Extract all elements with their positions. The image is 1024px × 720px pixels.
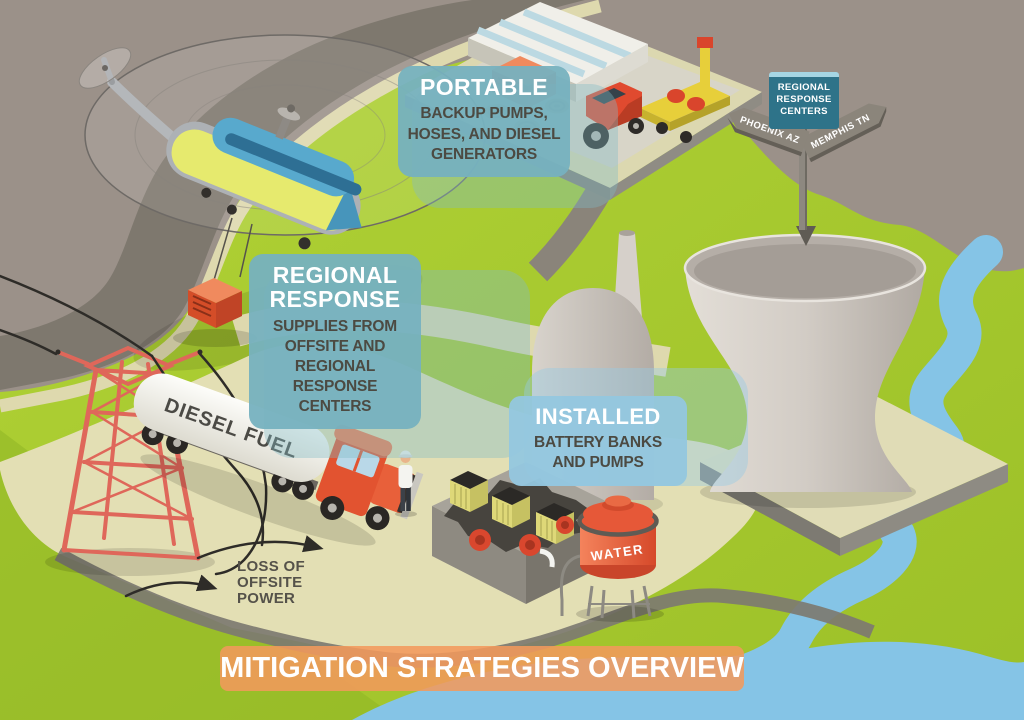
battery-banks	[450, 471, 574, 544]
worker	[395, 450, 417, 517]
callout-installed: INSTALLED BATTERY BANKS AND PUMPS	[509, 396, 687, 486]
helicopter	[78, 34, 486, 347]
loss-annotation-arrows	[124, 535, 324, 598]
water-tank: WATER	[559, 495, 664, 622]
tractor	[583, 82, 644, 149]
callout-regional-response: REGIONAL RESPONSE SUPPLIES FROM OFFSITE …	[249, 254, 421, 430]
truck-cab	[315, 424, 424, 531]
water-tank-label: WATER	[590, 541, 645, 563]
loss-of-offsite-power-label: LOSS OF OFFSITE POWER	[237, 558, 305, 608]
portable-body: BACKUP PUMPS, HOSES, AND DIESEL GENERATO…	[407, 105, 561, 163]
fuselage	[166, 104, 362, 250]
installed-pumps	[469, 516, 574, 568]
pump-trailer	[640, 37, 730, 143]
portable-title: PORTABLE	[420, 74, 548, 100]
installed-title: INSTALLED	[535, 404, 661, 429]
cooling-tower	[683, 233, 927, 508]
callout-portable: PORTABLE BACKUP PUMPS, HOSES, AND DIESEL…	[398, 66, 570, 177]
tanker-trailer	[133, 373, 330, 483]
rotor-disc	[85, 35, 485, 235]
regional-response-body: SUPPLIES FROM OFFSITE AND REGIONAL RESPO…	[273, 317, 397, 416]
installed-body: BATTERY BANKS AND PUMPS	[533, 434, 662, 472]
sling-cables	[213, 217, 253, 281]
title-banner: MITIGATION STRATEGIES OVERVIEW	[220, 646, 744, 691]
regional-response-centers-sign: REGIONAL RESPONSE CENTERS	[769, 72, 839, 129]
regional-response-title: REGIONAL RESPONSE	[269, 262, 401, 313]
upper-road	[0, 0, 585, 390]
generator-crate	[188, 278, 242, 328]
